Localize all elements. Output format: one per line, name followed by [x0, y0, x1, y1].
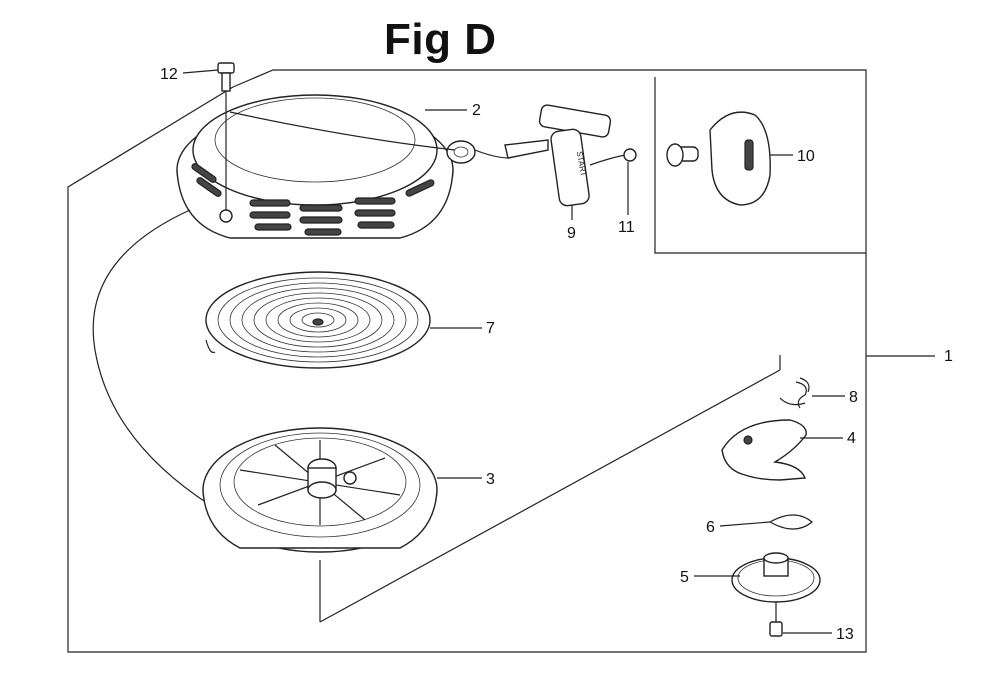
figure-title: Fig D	[384, 15, 497, 64]
ratchet-pawl-4-part	[721, 419, 807, 481]
callout-2: 2	[472, 102, 481, 119]
inset-box	[654, 77, 866, 254]
callout-5: 5	[680, 569, 689, 586]
starter-grip-9-part: START	[504, 104, 612, 207]
friction-plate-5-part	[731, 552, 821, 622]
rope-knot-11-part	[589, 148, 637, 166]
friction-spring-6-part	[768, 514, 813, 530]
callout-6: 6	[706, 519, 715, 536]
bolt-13-part	[769, 621, 783, 637]
leader-lines	[182, 69, 845, 634]
recoil-spring-7-part	[205, 271, 431, 369]
callout-9: 9	[567, 225, 576, 242]
assembly-outline	[67, 69, 867, 653]
callout-12: 12	[160, 66, 178, 83]
recoil-case-part	[176, 94, 476, 239]
starter-grip-10-part	[666, 111, 771, 206]
grip-start-text: START	[575, 151, 588, 178]
pawl-spring-8-part	[779, 377, 810, 409]
callout-10: 10	[797, 148, 815, 165]
callout-4: 4	[847, 430, 856, 447]
callout-3: 3	[486, 471, 495, 488]
callout-1: 1	[944, 348, 953, 365]
callout-7: 7	[486, 320, 495, 337]
callout-labels: 1 2 3 4 5 6 7 8 9 10 11 12 13	[160, 66, 953, 643]
bolt-12-part	[217, 62, 235, 210]
callout-13: 13	[836, 626, 854, 643]
recoil-reel-3-part	[202, 427, 438, 553]
callout-8: 8	[849, 389, 858, 406]
callout-11: 11	[618, 219, 635, 236]
assembly-guide-lines	[319, 355, 781, 623]
